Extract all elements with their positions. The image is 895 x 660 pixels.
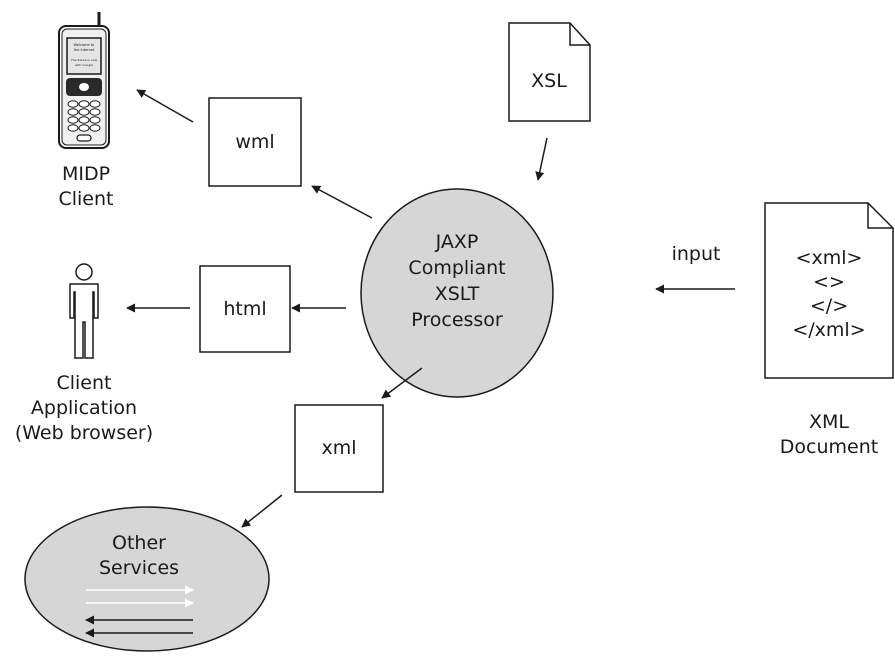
xsl-document-icon: XSL <box>508 22 591 122</box>
xml-document-caption: XML Document <box>780 411 878 458</box>
arrows <box>126 89 735 528</box>
arrow-wml-to-phone <box>136 89 194 123</box>
svg-text:XSL: XSL <box>531 70 567 92</box>
svg-text:Services: Services <box>99 557 179 579</box>
svg-text:(Web browser): (Web browser) <box>15 422 153 444</box>
svg-text:The future is now: The future is now <box>70 58 98 62</box>
svg-text:JAXP: JAXP <box>435 231 479 253</box>
svg-text:wml: wml <box>235 131 274 153</box>
svg-text:<xml>: <xml> <box>796 247 863 269</box>
xml-output-box: xml <box>294 404 384 493</box>
svg-text:with Google: with Google <box>75 63 93 67</box>
client-application-caption: Client Application (Web browser) <box>15 372 153 444</box>
midp-client-caption: MIDP Client <box>58 163 113 210</box>
arrow-xml-to-services <box>241 494 283 528</box>
svg-text:Document: Document <box>780 436 878 458</box>
mobile-phone-icon: Welcome to the Internet The future is no… <box>58 12 110 149</box>
svg-text:html: html <box>223 298 266 320</box>
wml-output-box: wml <box>208 97 302 187</box>
html-output-box: html <box>199 265 291 353</box>
svg-text:Compliant: Compliant <box>408 257 505 279</box>
svg-text:</>: </> <box>810 295 848 317</box>
svg-text:Processor: Processor <box>411 309 503 331</box>
person-icon <box>69 263 99 359</box>
xml-document-icon: <xml> <> </> </xml> <box>764 202 894 379</box>
svg-text:Application: Application <box>31 397 137 419</box>
input-label: input <box>672 243 721 265</box>
arrow-processor-to-wml <box>311 185 373 219</box>
svg-text:Client: Client <box>58 188 113 210</box>
xslt-processor-ellipse: JAXP Compliant XSLT Processor <box>360 188 554 398</box>
svg-text:</xml>: </xml> <box>792 319 865 341</box>
svg-text:XSLT: XSLT <box>435 283 480 305</box>
svg-text:<>: <> <box>813 271 845 293</box>
phone-screen-text: Welcome to the Internet The future is no… <box>70 43 98 67</box>
svg-text:XML: XML <box>809 411 849 433</box>
svg-text:xml: xml <box>321 437 356 459</box>
arrow-xsl-to-processor <box>535 137 548 181</box>
svg-text:the Internet: the Internet <box>74 48 95 52</box>
svg-text:Other: Other <box>112 532 166 554</box>
svg-text:MIDP: MIDP <box>62 163 110 185</box>
other-services-ellipse: Other Services <box>24 506 270 652</box>
svg-text:Client: Client <box>56 372 111 394</box>
arrow-processor-to-xml <box>381 367 423 399</box>
svg-text:Welcome to: Welcome to <box>74 43 95 47</box>
